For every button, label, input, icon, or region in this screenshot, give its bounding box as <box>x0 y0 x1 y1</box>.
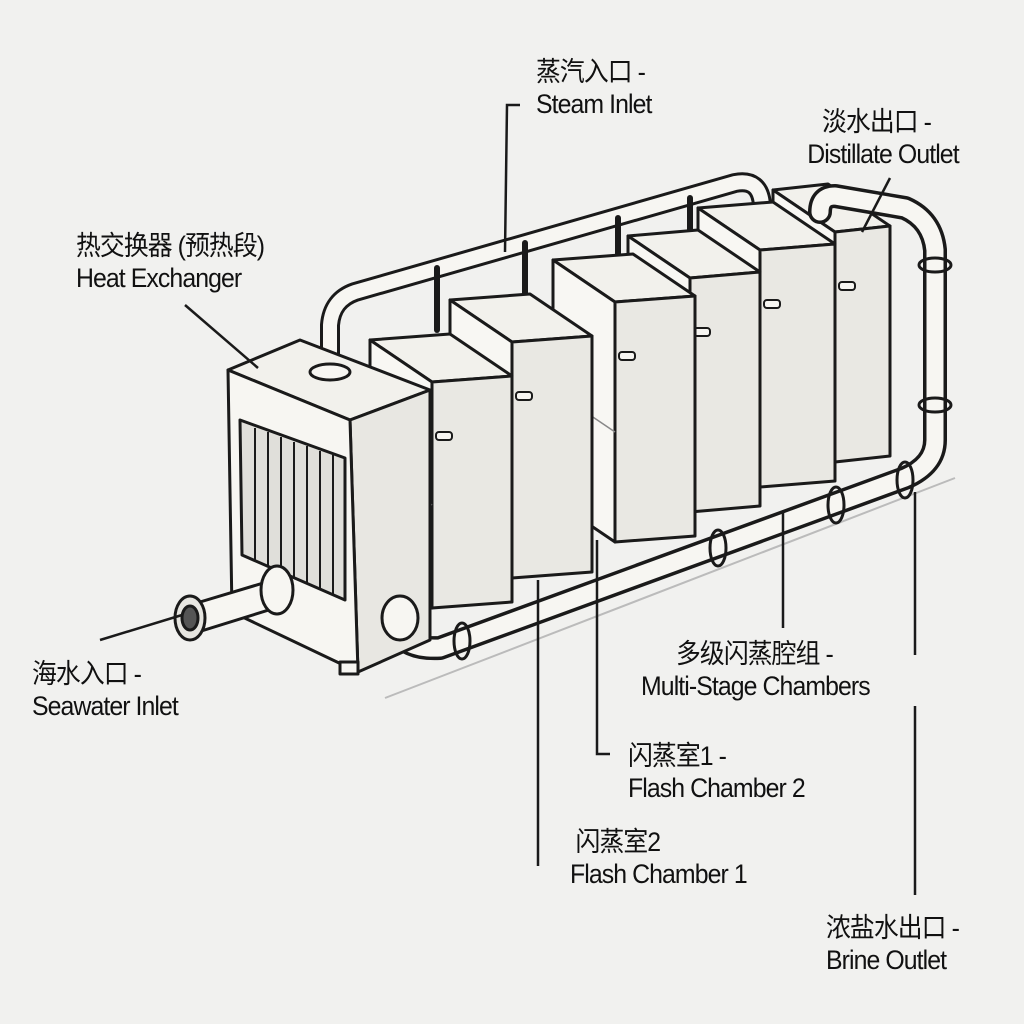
label-en: Flash Chamber 1 <box>570 859 748 889</box>
clamp-icon <box>618 351 636 361</box>
label-en: Seawater Inlet <box>32 691 179 721</box>
label-en: Distillate Outlet <box>807 139 959 169</box>
label-flash-chamber-a: 闪蒸室1 - Flash Chamber 2 <box>628 740 806 804</box>
clamp-icon <box>763 299 781 309</box>
leader-flash-chamber-a <box>595 540 610 756</box>
label-distillate-outlet: 淡水出口 - Distillate Outlet <box>807 106 959 170</box>
leader-distillate-outlet <box>860 177 892 233</box>
clamp-icon <box>838 281 856 291</box>
leader-seawater-inlet <box>99 613 183 642</box>
label-en: Heat Exchanger <box>76 263 242 293</box>
clamp-icon <box>435 431 453 441</box>
label-zh: 海水入口 - <box>32 659 142 689</box>
seawater-inlet-pipe <box>173 564 295 642</box>
leader-lines <box>99 103 917 895</box>
label-zh: 多级闪蒸腔组 - <box>676 639 834 669</box>
brine-pipe <box>383 184 953 661</box>
clamp-icon <box>515 391 533 401</box>
label-zh: 蒸汽入口 - <box>536 57 646 87</box>
label-en: Multi-Stage Chambers <box>641 671 871 701</box>
leader-steam-inlet <box>503 103 520 253</box>
label-en: Steam Inlet <box>536 89 652 119</box>
label-en: Flash Chamber 2 <box>628 773 806 803</box>
label-multi-stage-chambers: 多级闪蒸腔组 - Multi-Stage Chambers <box>641 638 871 702</box>
flash-chambers <box>368 182 892 610</box>
label-seawater-inlet: 海水入口 - Seawater Inlet <box>32 658 179 722</box>
steam-pipe <box>320 172 772 385</box>
label-flash-chamber-b: 闪蒸室2 Flash Chamber 1 <box>570 826 748 890</box>
label-zh: 淡水出口 - <box>822 107 932 137</box>
label-steam-inlet: 蒸汽入口 - Steam Inlet <box>536 56 652 120</box>
label-zh: 闪蒸室2 <box>575 827 662 857</box>
leader-heat-exchanger <box>184 304 259 369</box>
label-en: Brine Outlet <box>826 945 947 975</box>
ground-line <box>384 477 956 699</box>
label-heat-exchanger: 热交换器 (预热段) Heat Exchanger <box>76 230 265 294</box>
label-zh: 浓盐水出口 - <box>826 913 960 943</box>
label-brine-outlet: 浓盐水出口 - Brine Outlet <box>826 912 960 976</box>
label-zh: 闪蒸室1 - <box>628 741 727 771</box>
label-zh: 热交换器 (预热段) <box>76 231 265 261</box>
heat-exchanger <box>226 338 432 676</box>
